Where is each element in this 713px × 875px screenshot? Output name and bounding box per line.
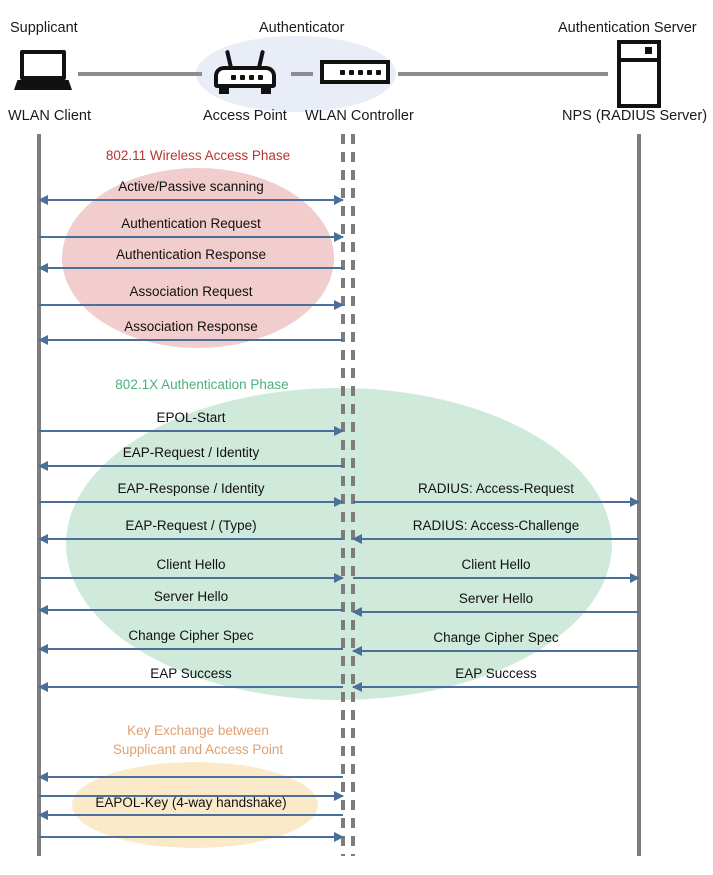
role-title-authenticator: Authenticator <box>259 20 345 36</box>
device-label-wlan-client: WLAN Client <box>8 108 91 124</box>
lifeline-auth-server <box>637 134 641 856</box>
role-title-authentication-server: Authentication Server <box>558 20 697 36</box>
link-ap-controller <box>291 72 313 76</box>
message-label-eapol-key: EAPOL-Key (4-way handshake) <box>95 795 287 810</box>
device-label-wlan-controller: WLAN Controller <box>305 108 414 124</box>
link-controller-server <box>398 72 608 76</box>
message-label: Server Hello <box>458 591 534 606</box>
message-label: EPOL-Start <box>156 410 226 425</box>
message-label: EAP-Request / Identity <box>122 445 260 460</box>
message-label: Change Cipher Spec <box>128 628 254 643</box>
phase-1-label: 802.11 Wireless Access Phase <box>105 148 291 163</box>
message-label: Association Response <box>124 319 258 334</box>
message-label: Change Cipher Spec <box>433 630 559 645</box>
message-label: Authentication Response <box>115 247 267 262</box>
access-point-icon <box>214 49 276 94</box>
message-label: Client Hello <box>461 557 531 572</box>
lifeline-access-point <box>341 134 345 856</box>
role-title-supplicant: Supplicant <box>10 20 78 36</box>
phase-3-label-line-1: Key Exchange between <box>127 723 269 738</box>
phase-3-label: Key Exchange between Supplicant and Acce… <box>62 721 334 759</box>
phase-3-label-line-2: Supplicant and Access Point <box>112 742 284 757</box>
message-label: EAP Success <box>150 666 232 681</box>
message-label: Client Hello <box>156 557 226 572</box>
link-client-ap <box>78 72 202 76</box>
server-icon <box>617 40 661 108</box>
phase-1-ellipse <box>62 168 334 348</box>
message-label: Authentication Request <box>121 216 261 231</box>
message-label: EAP-Request / (Type) <box>125 518 257 533</box>
message-label: RADIUS: Access-Request <box>417 481 575 496</box>
laptop-icon <box>14 50 72 90</box>
phase-2-label: 802.1X Authentication Phase <box>115 377 289 392</box>
message-label: Server Hello <box>153 589 229 604</box>
device-label-nps-radius-server: NPS (RADIUS Server) <box>562 108 708 124</box>
lifeline-wlan-controller <box>351 134 355 856</box>
message-label: Active/Passive scanning <box>118 179 264 194</box>
message-label: RADIUS: Access-Challenge <box>412 518 580 533</box>
message-label: Association Request <box>129 284 253 299</box>
wlan-controller-icon <box>320 60 390 84</box>
device-label-access-point: Access Point <box>203 108 287 124</box>
message-label: EAP-Response / Identity <box>117 481 265 496</box>
message-label: EAP Success <box>455 666 537 681</box>
lifeline-supplicant <box>37 134 41 856</box>
